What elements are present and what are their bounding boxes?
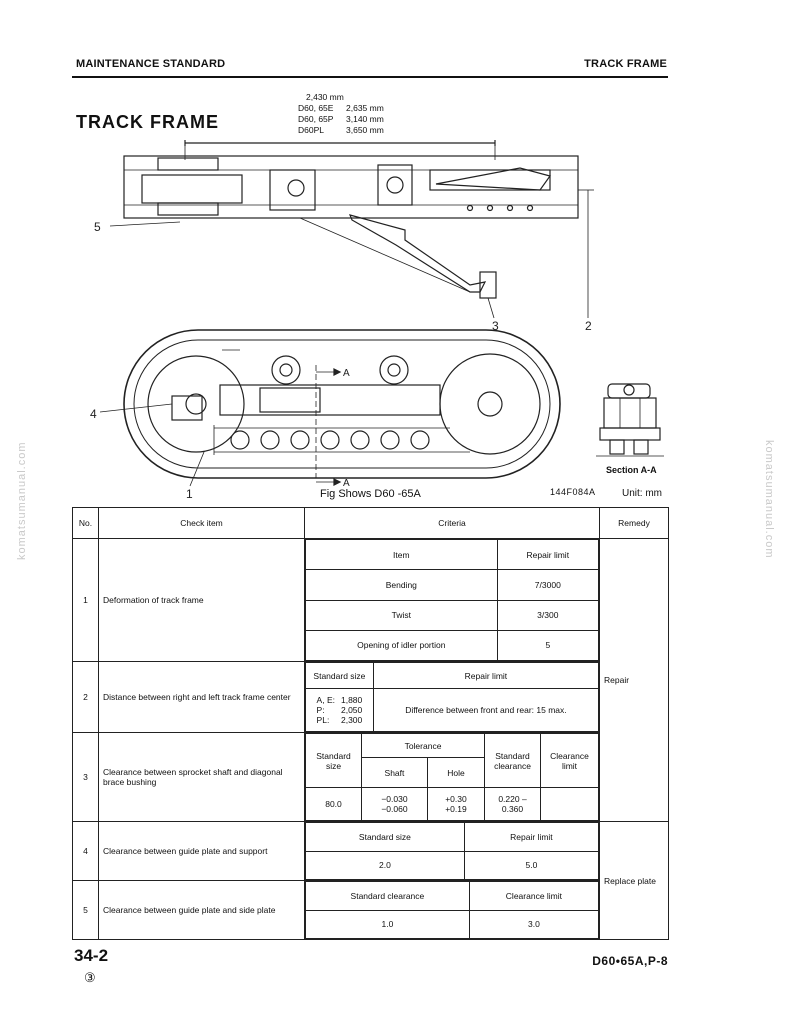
header-check-item: Check item [98,507,305,539]
row-number: 4 [72,821,99,881]
tolerance-header: Tolerance [361,733,485,758]
track-rollers [230,430,430,450]
table-row: 4 Clearance between guide plate and supp… [72,821,669,940]
criteria-value: 5 [496,629,600,662]
header-rule [72,76,668,78]
hole-header: Hole [426,757,486,788]
maintenance-standard-table: No. Check item Criteria Remedy 1 Deforma… [72,507,669,940]
check-item: Clearance between guide plate and suppor… [98,821,305,881]
criteria-item: Bending [305,569,498,601]
callout-3: 3 [492,319,499,333]
table-row: 5 Clearance between guide plate and side… [72,880,669,940]
remedy-repair: Repair [599,538,669,822]
revision-mark: ③ [84,970,96,985]
page-title: TRACK FRAME [76,112,219,132]
criteria-value: 7/3000 [496,569,600,601]
criteria-subheader: Standard clearance [305,881,470,911]
table-row: 2 Distance between right and left track … [72,661,669,733]
callout-1: 1 [186,487,193,501]
frame-bolts [466,204,534,212]
repair-limit-value: 5.0 [463,850,600,880]
check-item: Clearance between sprocket shaft and dia… [98,732,305,822]
row-number: 1 [72,538,99,662]
callout-4: 4 [90,407,97,421]
track-frame-drawing: 5 2 3 4 1 A A [90,140,664,501]
hole-tolerance: +0.30 +0.19 [426,787,486,821]
row-number: 2 [72,661,99,733]
repair-limit-value: Difference between front and rear: 15 ma… [372,688,600,732]
standard-clearance-value: 0.220 – 0.360 [484,787,541,821]
criteria-item: Twist [305,599,498,631]
check-item: Distance between right and left track fr… [98,661,305,733]
standard-size-value: 80.0 [305,787,362,821]
model-code: D60•65A,P-8 [592,954,668,968]
standard-size-header: Standard size [305,733,362,788]
criteria-subheader: Repair limit [463,822,600,852]
carrier-rollers [271,355,409,385]
row-number: 3 [72,732,99,822]
table-row: 3 Clearance between sprocket shaft and d… [72,732,669,822]
callout-2: 2 [585,319,592,333]
check-item: Deformation of track frame [98,538,305,662]
criteria-item: Opening of idler portion [305,629,498,662]
remedy-replace: Replace plate [599,821,669,940]
shaft-header: Shaft [361,757,428,788]
shaft-tolerance: −0.030 −0.060 [361,787,428,821]
criteria-subheader: Repair limit [372,662,600,689]
row-number: 5 [72,880,99,940]
section-a-a-drawing [596,383,664,457]
criteria-subheader: Item [305,538,498,571]
clearance-limit-header: Clearance limit [540,733,599,788]
unit-label: Unit: mm [622,488,662,499]
standard-size-values: A, E: P: PL: 1,880 2,050 2,300 [305,688,374,732]
criteria-subheader: Repair limit [496,538,600,571]
criteria-subheader: Clearance limit [468,881,600,911]
figure-code: 144F084A [550,487,596,497]
criteria-cell: Standard size Tolerance Standard clearan… [304,732,600,822]
standard-clearance-value: 1.0 [305,909,470,939]
header-criteria: Criteria [304,507,600,539]
section-arrow-label: A [343,368,350,379]
standard-size-value: 2.0 [305,850,465,880]
criteria-subheader: Standard size [305,662,374,689]
figure-caption: Fig Shows D60 -65A [320,488,421,500]
clearance-limit-value: 3.0 [468,909,600,939]
page-number: 34-2 [74,946,109,965]
section-header-left: MAINTENANCE STANDARD [76,58,226,70]
check-item: Clearance between guide plate and side p… [98,880,305,940]
section-header-right: TRACK FRAME [584,58,667,70]
criteria-value: 3/300 [496,599,600,631]
dimension-base: 2,430 mm [306,92,344,102]
clearance-limit-value [540,787,599,821]
criteria-subheader: Standard size [305,822,465,852]
callout-5: 5 [94,220,101,234]
section-caption: Section A-A [606,465,657,475]
header-remedy: Remedy [599,507,669,539]
header-no: No. [72,507,99,539]
standard-clearance-header: Standard clearance [484,733,541,788]
section-arrow-label: A [343,478,350,489]
